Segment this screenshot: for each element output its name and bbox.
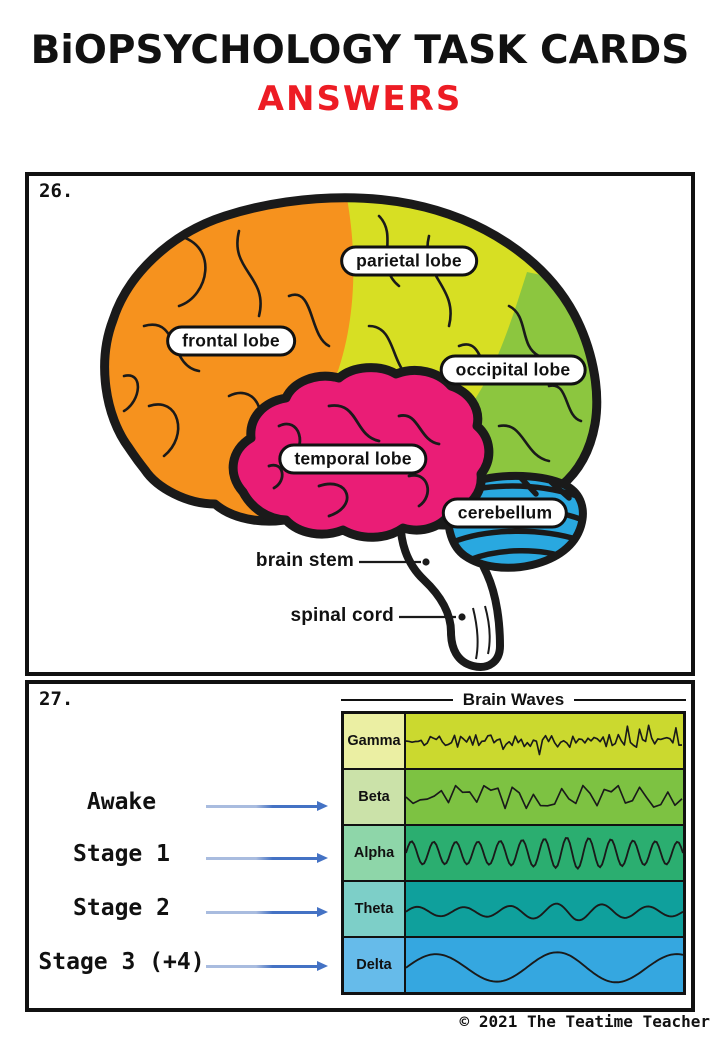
stage-label-stage1: Stage 1 (73, 841, 170, 867)
page-header: BiOPSYCHOLOGY TASK CARDS ANSWERS (0, 28, 720, 119)
header-rule-left (341, 698, 453, 702)
task-card-26: 26. (25, 172, 695, 676)
wave-label: Alpha (344, 826, 406, 880)
arrow-head-icon (317, 801, 328, 811)
arrow-line (206, 910, 317, 914)
wave-row-beta: Beta (344, 770, 683, 826)
card-27-number: 27. (39, 688, 74, 710)
header-rule-right (574, 698, 687, 702)
label-occipital-lobe: occipital lobe (439, 354, 587, 386)
brain-waves-header: Brain Waves (341, 690, 687, 710)
wave-plot (406, 826, 683, 880)
arrow-head-icon (317, 961, 328, 971)
wave-row-delta: Delta (344, 938, 683, 992)
arrow-line (206, 856, 317, 860)
label-brain-stem: brain stem (255, 550, 354, 571)
wave-label: Beta (344, 770, 406, 824)
label-cerebellum: cerebellum (441, 497, 569, 529)
wave-plot (406, 770, 683, 824)
wave-label: Delta (344, 938, 406, 992)
leader-lines (359, 558, 466, 621)
task-card-27: 27. Brain Waves Gamma Beta (25, 680, 695, 1012)
wave-plot (406, 938, 683, 992)
label-parietal-lobe: parietal lobe (340, 245, 478, 277)
label-frontal-lobe: frontal lobe (166, 325, 296, 357)
wave-plot (406, 882, 683, 936)
wave-plot (406, 714, 683, 768)
arrow-head-icon (317, 907, 328, 917)
copyright: © 2021 The Teatime Teacher (459, 1012, 710, 1031)
arrow-awake-to-beta (206, 800, 328, 812)
page-title: BiOPSYCHOLOGY TASK CARDS (30, 28, 690, 73)
label-temporal-lobe: temporal lobe (278, 443, 428, 475)
wave-row-alpha: Alpha (344, 826, 683, 882)
arrow-stage1-to-alpha (206, 852, 328, 864)
card-26-number: 26. (39, 180, 74, 202)
arrow-line (206, 804, 317, 808)
wave-row-gamma: Gamma (344, 714, 683, 770)
brain-waves-title: Brain Waves (462, 690, 565, 709)
wave-label: Gamma (344, 714, 406, 768)
wave-label: Theta (344, 882, 406, 936)
arrow-stage2-to-theta (206, 906, 328, 918)
label-spinal-cord: spinal cord (290, 605, 394, 626)
arrow-line (206, 964, 317, 968)
stage-label-stage2: Stage 2 (73, 895, 170, 921)
brain-waves-table: Gamma Beta Alpha (341, 711, 686, 995)
arrow-stage3-to-delta (206, 960, 328, 972)
wave-row-theta: Theta (344, 882, 683, 938)
stage-label-awake: Awake (86, 789, 157, 815)
page-subtitle: ANSWERS (257, 78, 463, 119)
stage-label-stage3: Stage 3 (+4) (38, 949, 205, 975)
arrow-head-icon (317, 853, 328, 863)
